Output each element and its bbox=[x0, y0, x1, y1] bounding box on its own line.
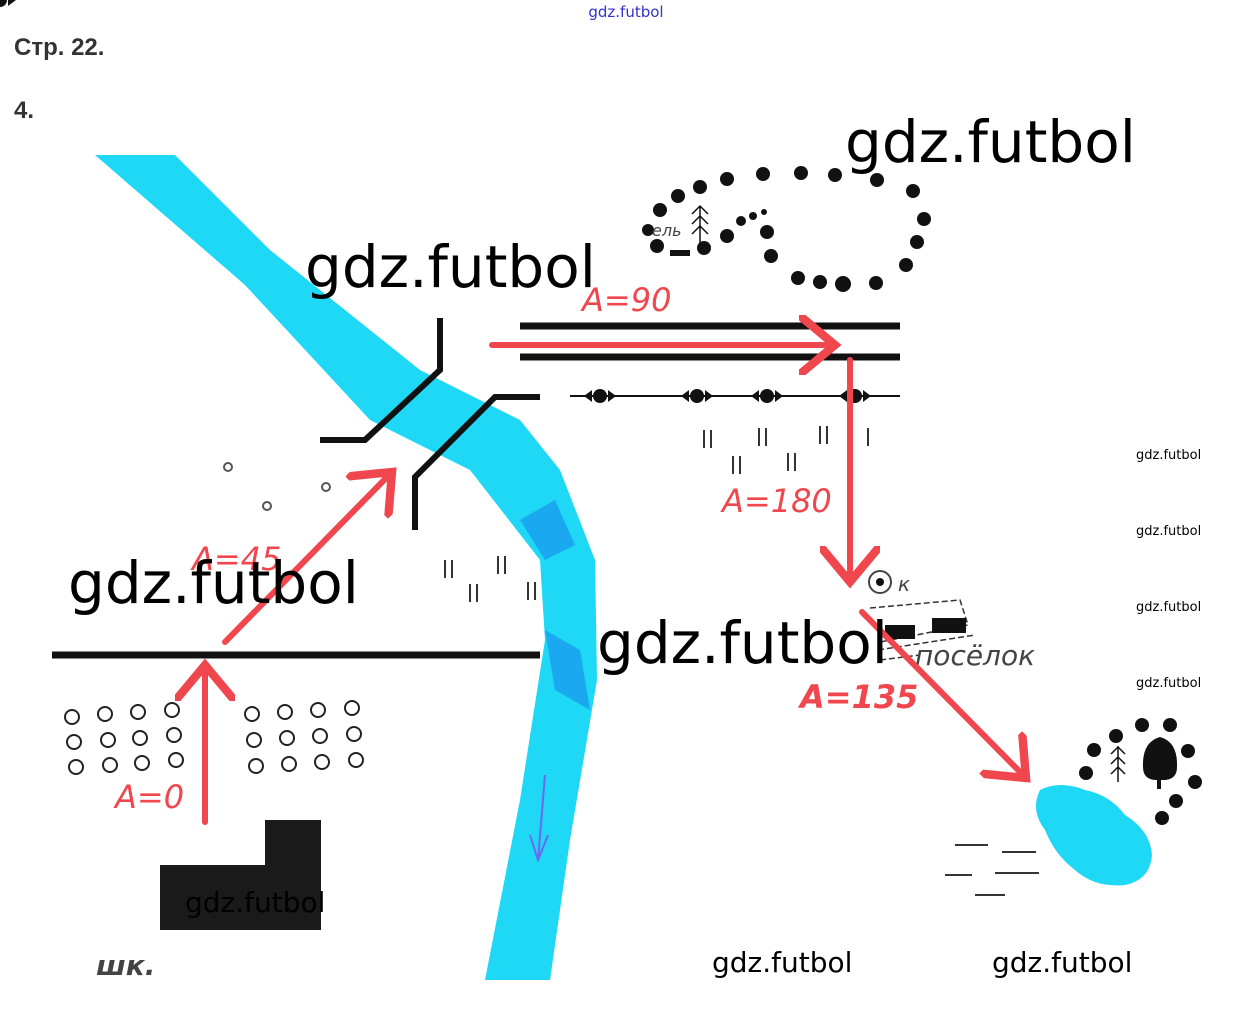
svg-text:gdz.futbol: gdz.futbol bbox=[1136, 448, 1201, 463]
svg-text:gdz.futbol: gdz.futbol bbox=[588, 3, 663, 21]
river-flow-arrow-icon bbox=[529, 774, 549, 863]
site-link[interactable]: gdz.futbol bbox=[588, 3, 663, 21]
well-icon bbox=[868, 570, 892, 594]
lake bbox=[1036, 785, 1152, 886]
svg-text:gdz.futbol: gdz.futbol bbox=[712, 946, 852, 979]
azimuth-label: A=90 bbox=[580, 281, 671, 319]
route-leg-a45 bbox=[222, 472, 392, 645]
school-label: шк. bbox=[96, 949, 155, 982]
marsh-symbols bbox=[945, 844, 1039, 896]
river bbox=[95, 155, 597, 980]
highway bbox=[520, 322, 900, 361]
route-leg-a135 bbox=[859, 609, 1026, 778]
river-shade bbox=[520, 500, 590, 710]
forest-patch bbox=[1079, 718, 1202, 825]
azimuth-label: A=180 bbox=[720, 482, 832, 520]
spruce-tree-icon bbox=[691, 204, 709, 246]
svg-text:gdz.futbol: gdz.futbol bbox=[1136, 676, 1201, 691]
power-line bbox=[0, 0, 900, 404]
forest-outline bbox=[642, 166, 931, 292]
svg-text:gdz.futbol: gdz.futbol bbox=[68, 549, 359, 617]
svg-text:gdz.futbol: gdz.futbol bbox=[305, 233, 596, 301]
route bbox=[205, 345, 1026, 825]
azimuth-label: A=0 bbox=[113, 778, 184, 816]
svg-text:gdz.futbol: gdz.futbol bbox=[185, 886, 325, 919]
village-label: посёлок bbox=[915, 639, 1035, 672]
svg-text:gdz.futbol: gdz.futbol bbox=[597, 609, 888, 677]
svg-text:gdz.futbol: gdz.futbol bbox=[1136, 600, 1201, 615]
bridge bbox=[320, 318, 540, 530]
svg-text:gdz.futbol: gdz.futbol bbox=[845, 108, 1136, 176]
spruce-tree-icon bbox=[1110, 745, 1126, 782]
bush-symbols bbox=[223, 462, 331, 511]
page-number: Стр. 22. bbox=[14, 34, 104, 61]
task-number: 4. bbox=[14, 97, 34, 124]
well-label: к bbox=[898, 572, 910, 596]
orchard-symbols bbox=[64, 700, 364, 775]
school-building bbox=[160, 820, 321, 930]
spruce-label: ель bbox=[652, 221, 682, 240]
watermarks: gdz.futbol gdz.futbol gdz.futbol gdz.fut… bbox=[68, 108, 1201, 979]
deciduous-tree-icon bbox=[1142, 737, 1178, 780]
village bbox=[869, 599, 976, 661]
meadow-symbols bbox=[444, 426, 869, 602]
azimuth-label: A=135 bbox=[797, 678, 918, 716]
svg-text:gdz.futbol: gdz.futbol bbox=[992, 946, 1132, 979]
azimuth-label: A=45 bbox=[190, 540, 281, 578]
svg-text:gdz.futbol: gdz.futbol bbox=[1136, 524, 1201, 539]
